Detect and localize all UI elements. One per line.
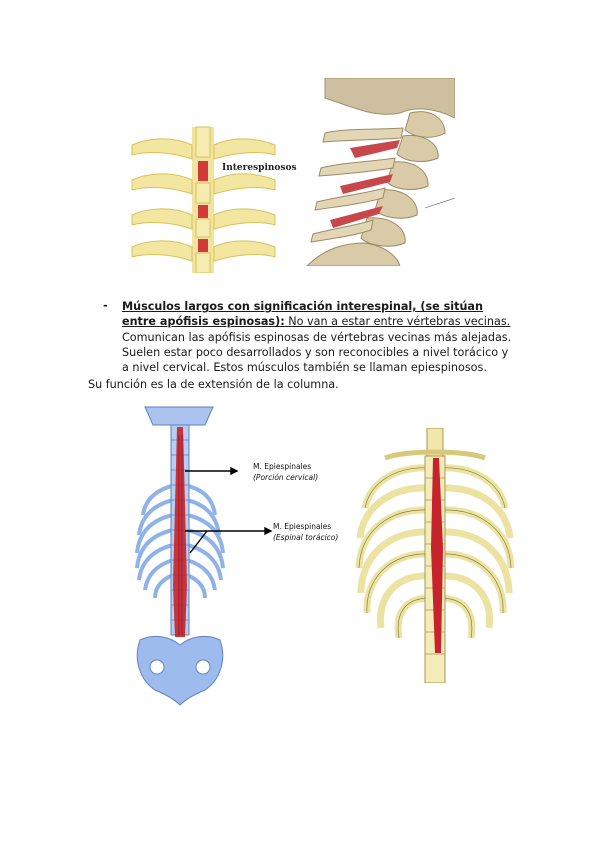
bullet-heading-line1: Músculos largos con significación intere…: [122, 300, 483, 313]
interspinous-diagram: Interespinosos: [130, 125, 305, 273]
interspinous-muscles: [198, 161, 208, 252]
thorax-posterior-image: [355, 428, 515, 683]
bullet-line3: Comunican las apófisis espinosas de vért…: [122, 330, 512, 344]
bullet-line5: a nivel cervical. Estos músculos también…: [122, 361, 487, 375]
function-paragraph: Su función es la de extensión de la colu…: [88, 378, 339, 391]
label-espinal-toracico-title: M. Epiespinales: [273, 522, 331, 531]
bullet-line2-rest: No van a estar entre vértebras vecinas.: [284, 315, 511, 329]
bullet-paragraph: Músculos largos con significación intere…: [122, 299, 517, 375]
cervical-spine-image: [305, 78, 455, 266]
bullet-heading-line2: entre apófisis espinosas):: [122, 315, 285, 329]
bullet-marker: -: [103, 299, 108, 312]
label-espinal-toracico-sub: (Espinal torácico): [273, 533, 338, 542]
bullet-line4: Suelen estar poco desarrollados y son re…: [122, 345, 509, 359]
epispinal-diagram: M. Epiespinales (Porción cervical) M. Ep…: [135, 405, 350, 710]
interespinosos-label: Interespinosos: [222, 163, 297, 173]
label-porcion-cervical-sub: (Porción cervical): [253, 473, 318, 482]
label-porcion-cervical-title: M. Epiespinales: [253, 462, 311, 471]
vertebrae: [131, 126, 276, 273]
